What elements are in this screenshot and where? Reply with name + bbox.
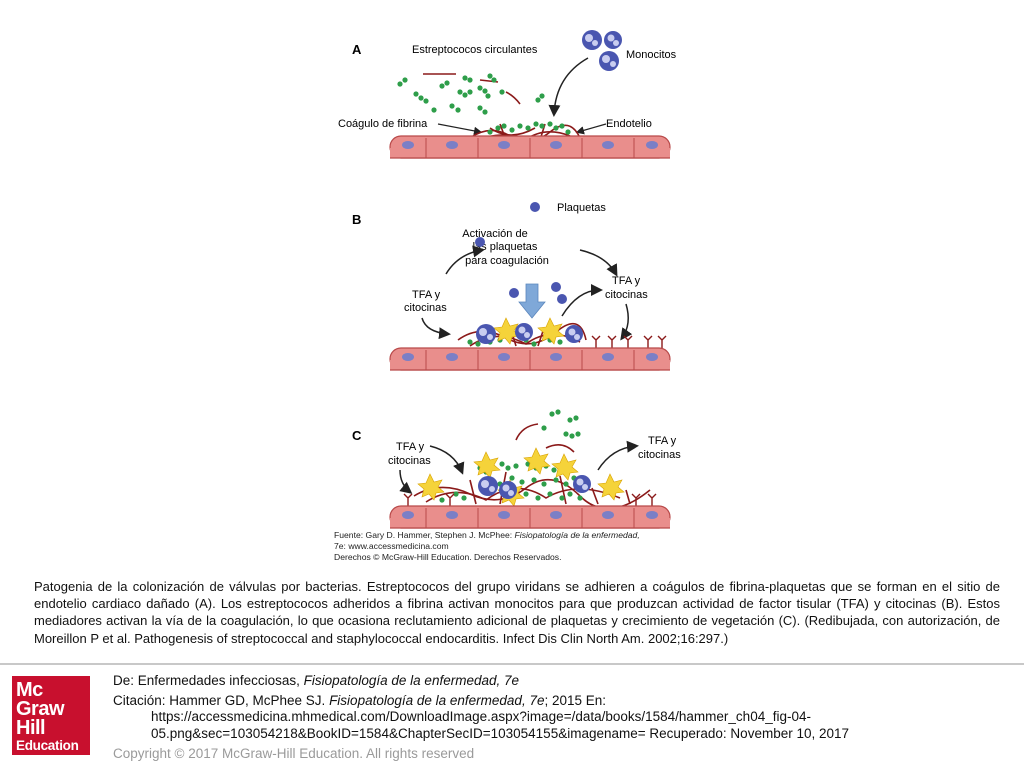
platelet <box>551 282 561 292</box>
label-tfa-left-c: TFA y <box>396 441 425 453</box>
label-plaquetas: Plaquetas <box>557 202 606 214</box>
panel-b: B Plaquetas Activación de las plaquetas … <box>352 202 671 371</box>
label-tfa-right-b: TFA y <box>612 275 641 287</box>
fibrin-strands-c <box>515 423 575 453</box>
label-endotelio: Endotelio <box>606 118 652 130</box>
logo-line-3: Hill <box>16 717 46 739</box>
arrow-clot-to-tfa-right <box>561 284 603 317</box>
adhered-streptococci <box>487 121 571 135</box>
label-activacion-3: para coagulación <box>465 255 549 267</box>
platelet <box>557 294 567 304</box>
cit-suffix: ; 2015 En: <box>544 692 607 708</box>
figure-source: Fuente: Gary D. Hammer, Stephen J. McPhe… <box>334 530 686 563</box>
copyright-notice: Copyright © 2017 McGraw-Hill Education. … <box>113 746 475 761</box>
platelet <box>509 288 519 298</box>
source-line-3: Derechos © McGraw-Hill Education. Derech… <box>334 552 562 562</box>
source-book: Fisiopatología de la enfermedad, <box>514 530 640 540</box>
arrow-to-endothelium <box>575 123 607 135</box>
citation-url-1[interactable]: https://accessmedicina.mhmedical.com/Dow… <box>151 709 811 724</box>
endothelium-c <box>389 505 671 529</box>
citation-block: De: Enfermedades infecciosas, Fisiopatol… <box>113 673 1013 763</box>
arrow-to-tfa-right-c <box>597 440 639 471</box>
mcgraw-hill-logo: Mc Graw Hill Education <box>12 676 90 755</box>
endothelium-a <box>389 135 671 159</box>
label-activacion-2: las plaquetas <box>473 241 538 253</box>
label-tfa-right-c: TFA y <box>648 435 677 447</box>
citation-de: De: Enfermedades infecciosas, Fisiopatol… <box>113 673 1013 690</box>
arrow-tfa-left-c-down <box>399 469 413 494</box>
monocytes-c <box>478 475 591 499</box>
source-prefix: Fuente: Gary D. Hammer, Stephen J. McPhe… <box>334 530 515 540</box>
de-prefix: De: Enfermedades infecciosas, <box>113 673 304 688</box>
panel-c-label: C <box>352 428 362 443</box>
source-line-2: 7e: www.accessmedicina.com <box>334 541 449 551</box>
label-activacion-1: Activación de <box>462 228 527 240</box>
platelet <box>475 237 485 247</box>
circulating-streptococci <box>397 73 545 115</box>
logo-line-2: Graw <box>16 698 65 720</box>
arrow-to-tfa-left-c <box>429 445 465 475</box>
arrow-to-fibrin-clot <box>437 123 483 136</box>
platelet-legend <box>530 202 540 212</box>
pathogenesis-figure: A Estreptococos circulantes Monocitos Co… <box>330 28 690 566</box>
arrow-monocyte-to-clot <box>548 57 589 117</box>
label-citocinas-right-b: citocinas <box>605 289 648 301</box>
divider <box>0 663 1024 665</box>
panel-b-label: B <box>352 212 361 227</box>
label-estreptococos-circulantes: Estreptococos circulantes <box>412 44 538 56</box>
citation-main: Citación: Hammer GD, McPhee SJ. Fisiopat… <box>113 693 1013 710</box>
arrow-to-tfa-right <box>579 249 618 277</box>
circulating-streptococci-c <box>541 409 581 439</box>
panel-a-label: A <box>352 42 362 57</box>
receptors-c <box>403 493 657 506</box>
label-citocinas-left-c: citocinas <box>388 455 431 467</box>
monocyte-group <box>582 30 622 71</box>
figure-caption: Patogenia de la colonización de válvulas… <box>34 579 1000 646</box>
de-book: Fisiopatología de la enfermedad, 7e <box>303 673 520 688</box>
label-citocinas-left-b: citocinas <box>404 302 447 314</box>
panel-a: A Estreptococos circulantes Monocitos Co… <box>338 30 677 159</box>
monocytes-b <box>476 323 583 344</box>
label-tfa-left-b: TFA y <box>412 289 441 301</box>
panel-c: C TFA y citocinas TFA y citocinas <box>352 409 681 529</box>
citation-url-2[interactable]: 05.png&sec=103054218&BookID=1584&Chapter… <box>151 725 850 741</box>
label-citocinas-right-c: citocinas <box>638 449 681 461</box>
cit-prefix: Citación: Hammer GD, McPhee SJ. <box>113 692 330 708</box>
vegetation-streptococci <box>439 461 583 503</box>
logo-line-4: Education <box>16 738 79 753</box>
blue-down-arrow <box>518 283 546 319</box>
receptors-b <box>591 335 667 348</box>
logo-line-1: Mc <box>16 679 43 701</box>
endothelium-b <box>389 347 671 371</box>
arrow-tfa-left-down <box>421 317 451 340</box>
label-coagulo-fibrina: Coágulo de fibrina <box>338 118 428 130</box>
label-monocitos: Monocitos <box>626 49 677 61</box>
source-line-1: Fuente: Gary D. Hammer, Stephen J. McPhe… <box>334 530 686 541</box>
arrow-tfa-left-up <box>445 245 485 275</box>
cit-book: Fisiopatología de la enfermedad, 7e <box>329 692 545 708</box>
arrow-tfa-right-down <box>620 303 633 341</box>
